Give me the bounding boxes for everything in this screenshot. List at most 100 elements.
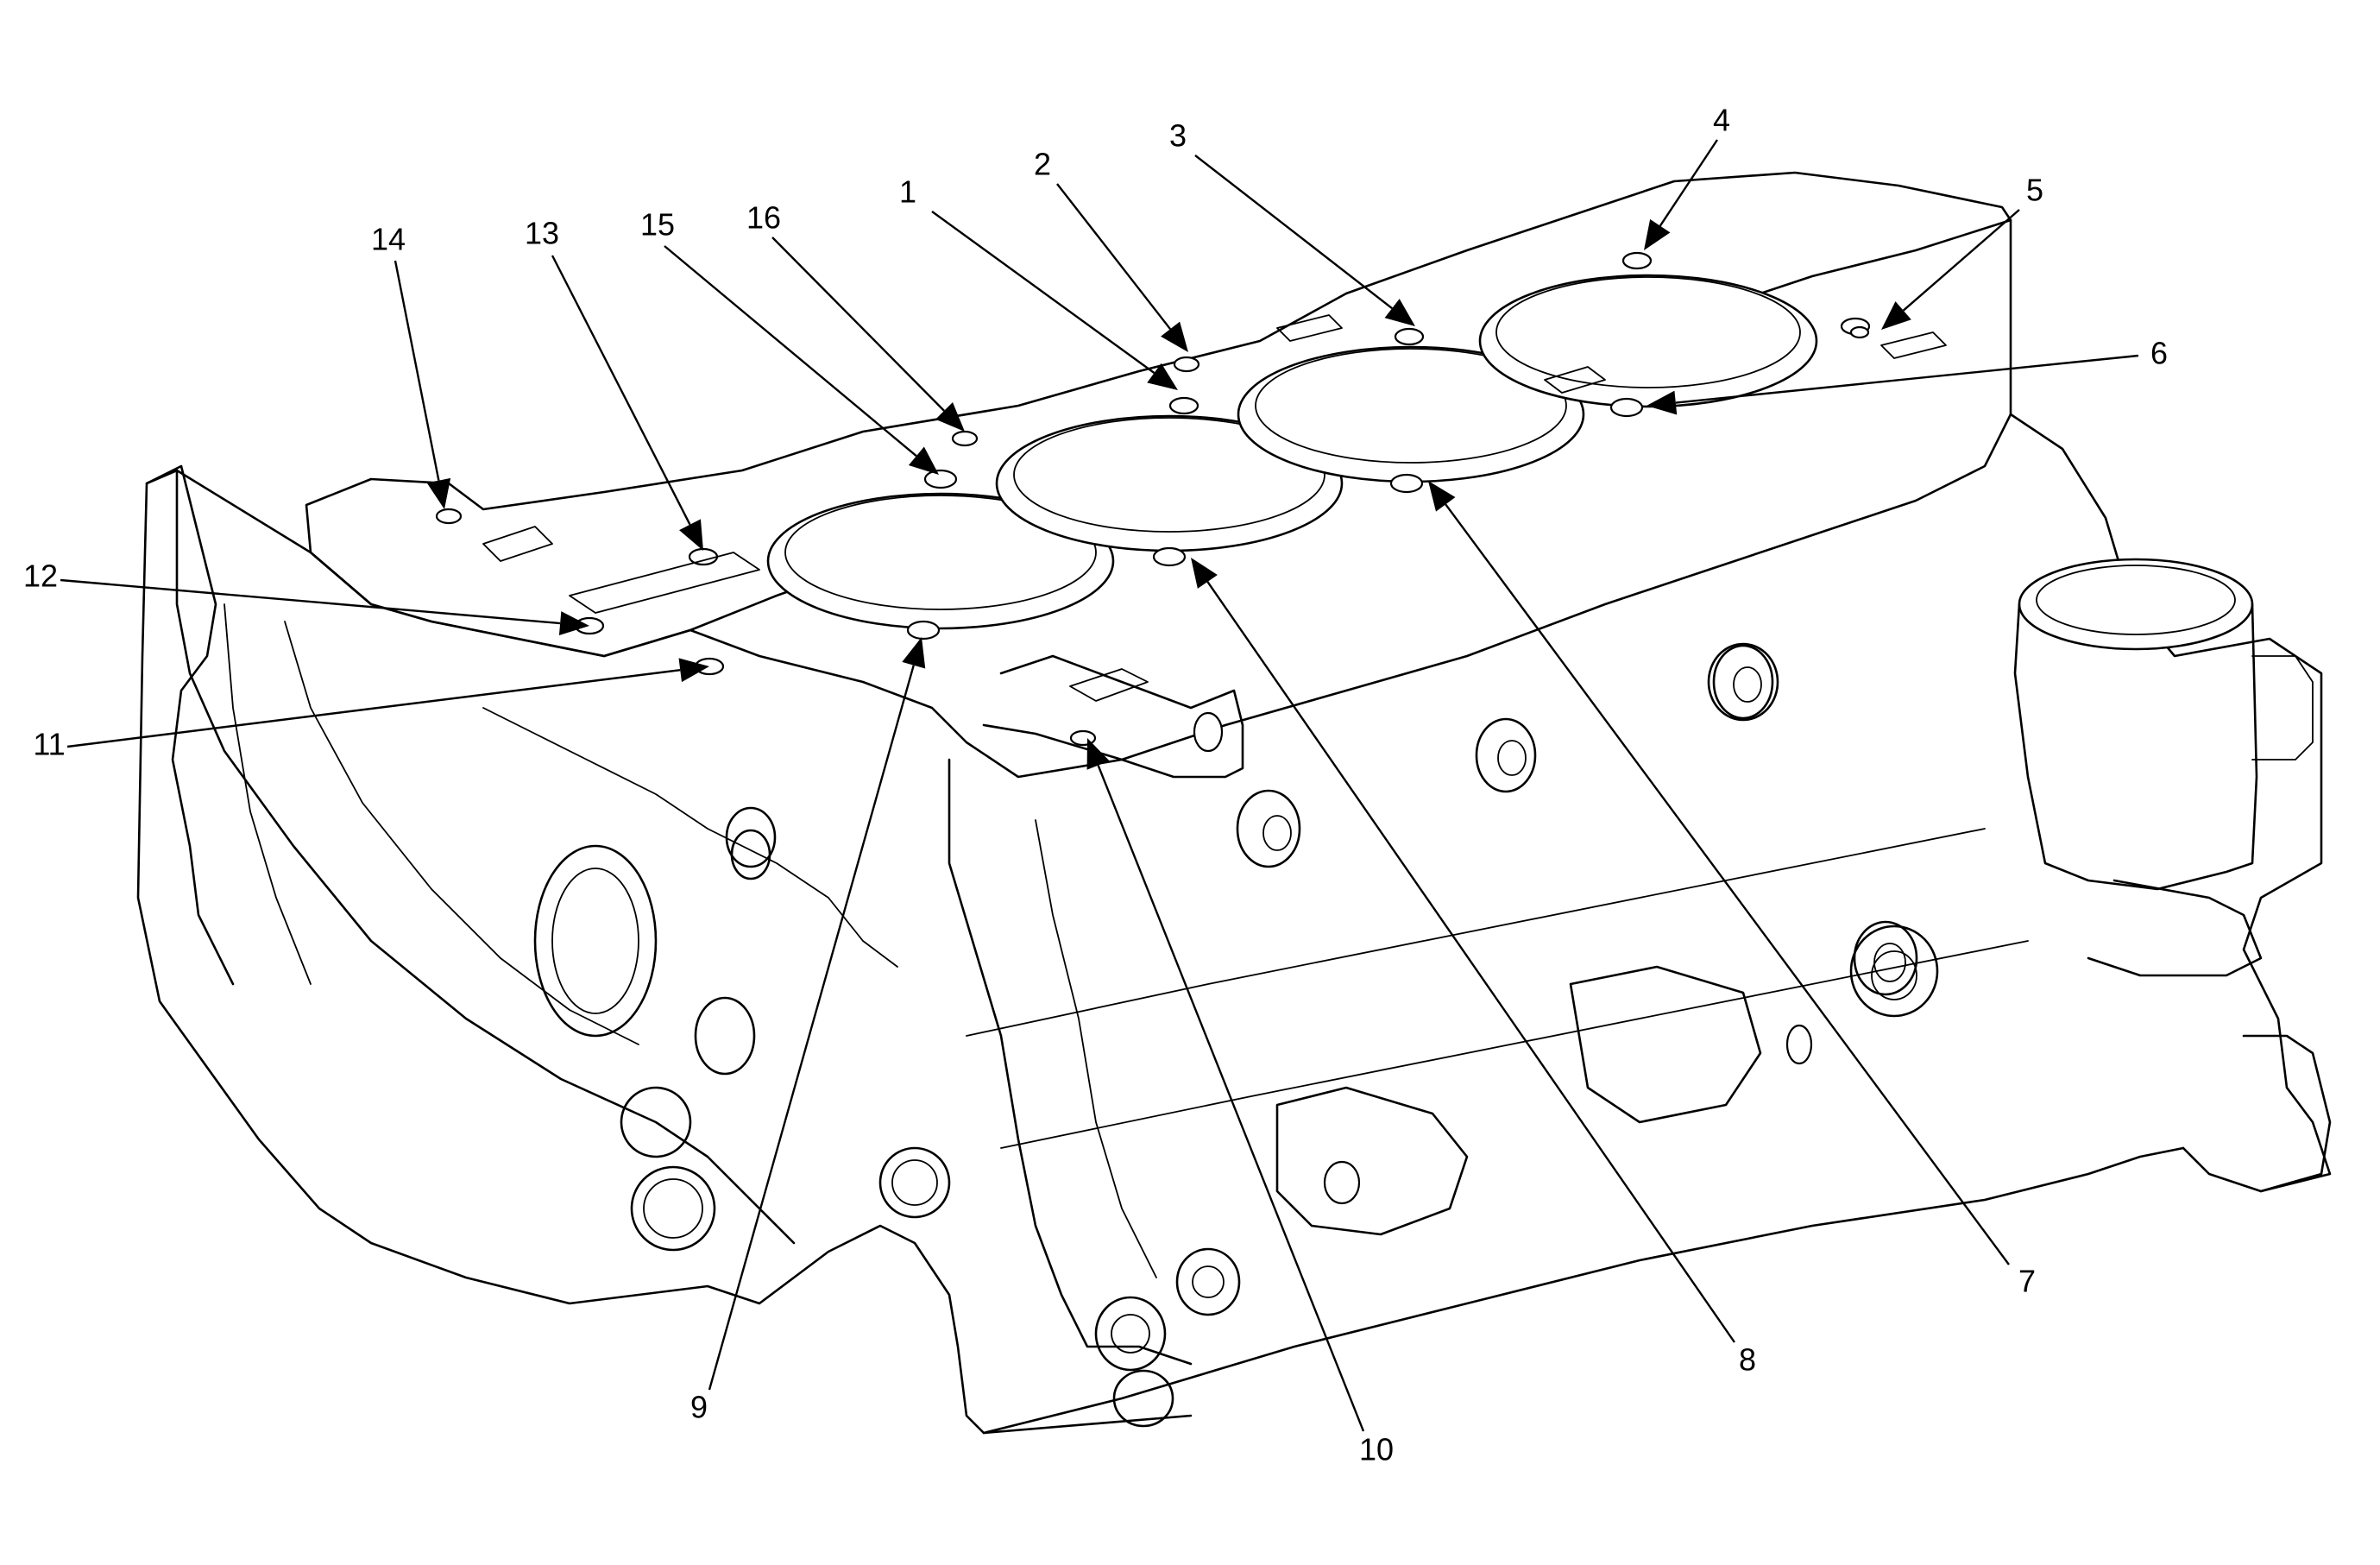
callout-arrow-2 [1161, 321, 1188, 352]
callout-leader-12 [60, 578, 561, 625]
bearing-cap-1 [1275, 1086, 1469, 1236]
water-jacket-slot-4 [1544, 366, 1606, 394]
callout-arrow-9 [902, 637, 926, 669]
side-boss-3-inner [1733, 666, 1762, 703]
water-jacket-slot-1 [482, 526, 553, 562]
callout-leader-4 [1659, 139, 1718, 227]
callout-label-7: 7 [2018, 1264, 2036, 1299]
water-jacket-slot-5 [1880, 331, 1947, 359]
right-mount-pad [2242, 1034, 2332, 1193]
front-boss-3 [725, 806, 777, 868]
callout-arrow-13 [679, 519, 703, 551]
callout-arrow-10 [1086, 738, 1110, 770]
callout-label-11: 11 [33, 727, 65, 762]
side-boss-2-inner [1497, 740, 1527, 776]
cylinder-bore-1 [766, 492, 1115, 630]
filter-housing-side [2251, 655, 2314, 760]
front-boss-2 [630, 1165, 716, 1252]
bell-housing-flange [145, 464, 235, 986]
front-cover-face [175, 469, 796, 1245]
lower-mount-boss-2 [1175, 1247, 1241, 1316]
front-cover-inner [284, 621, 639, 1045]
callout-leader-6 [1675, 354, 2139, 404]
front-boss-1 [694, 996, 756, 1076]
callout-label-6: 6 [2150, 336, 2168, 371]
callout-leader-11 [66, 669, 681, 748]
lower-skirt-line-2 [1000, 940, 2029, 1149]
lower-skirt-line-1 [966, 828, 1986, 1037]
side-boss-4 [1853, 920, 1918, 996]
callout-arrow-6 [1646, 390, 1678, 415]
bearing-cap-1-hole [1323, 1160, 1361, 1205]
callout-leader-16 [771, 237, 945, 412]
front-seal-bore-inner [551, 868, 639, 1014]
callout-arrow-15 [908, 446, 939, 475]
callout-leader-9 [708, 665, 915, 1391]
callout-arrow-5 [1881, 301, 1911, 330]
front-cover-flange [482, 707, 898, 968]
block-right-end [2009, 413, 2332, 1193]
callout-label-12: 12 [23, 558, 58, 594]
callout-leader-3 [1194, 155, 1393, 310]
callout-arrow-14 [426, 477, 451, 509]
callout-labels: 1 2 3 4 5 6 7 8 9 10 11 12 13 14 15 16 [23, 103, 2168, 1467]
callout-arrow-16 [935, 401, 965, 432]
callout-leader-7 [1445, 503, 2010, 1265]
callout-label-4: 4 [1713, 103, 1730, 138]
cylinder-bore-4-inner [1495, 276, 1801, 388]
callout-label-10: 10 [1359, 1432, 1394, 1467]
cylinder-bore-2-inner [1013, 417, 1325, 533]
callout-leader-14 [394, 260, 440, 481]
side-boss-1-inner [1262, 815, 1292, 851]
callout-arrow-8 [1191, 558, 1218, 589]
deck-surface-outline [305, 171, 2012, 658]
lower-mount-boss-1-inner [1111, 1314, 1150, 1354]
callout-leader-13 [551, 255, 691, 526]
side-boss-3 [1712, 644, 1774, 720]
lower-mount-boss-2-inner [1192, 1265, 1225, 1298]
callout-label-13: 13 [525, 216, 559, 251]
lower-mount-boss-4 [878, 1146, 951, 1219]
callout-leader-1 [931, 211, 1155, 374]
right-boss-2 [1707, 642, 1779, 722]
callout-arrow-3 [1384, 299, 1415, 326]
callout-arrow-7 [1428, 481, 1456, 512]
cylinder-bore-1-inner [784, 495, 1097, 610]
front-boss-4 [620, 1086, 692, 1158]
callout-arrow-11 [678, 658, 709, 683]
front-boss-2-inner [643, 1178, 703, 1239]
callout-leader-15 [664, 245, 917, 458]
side-boss-1 [1236, 789, 1301, 868]
front-seal-bore [533, 844, 658, 1038]
right-lower-flange [2087, 879, 2263, 977]
filter-housing-top [2018, 558, 2254, 651]
bell-housing-inner [224, 603, 312, 985]
callout-arrow-1 [1147, 363, 1178, 390]
water-jacket-slot-3 [1069, 668, 1149, 702]
timing-web [948, 758, 1193, 1366]
filter-housing-top-inner [2036, 565, 2236, 635]
block-lower-edge [982, 1146, 2185, 1435]
side-boss-4-inner [1873, 943, 1906, 982]
callout-label-14: 14 [371, 222, 406, 257]
water-jacket-slot-6 [1276, 314, 1343, 342]
callout-label-3: 3 [1169, 118, 1187, 154]
lower-mount-boss-3 [1112, 1369, 1174, 1428]
callout-leader-2 [1056, 183, 1172, 330]
callout-leader-10 [1097, 765, 1365, 1432]
engine-block-drawing [136, 171, 2332, 1435]
callout-label-2: 2 [1034, 147, 1051, 182]
lower-mount-boss-1 [1094, 1296, 1167, 1372]
callout-arrow-12 [558, 611, 589, 636]
callout-label-16: 16 [746, 200, 781, 236]
right-boss-1-inner [1871, 950, 1917, 1000]
block-front-face [175, 218, 2012, 779]
front-bracket [982, 654, 1244, 779]
lower-mount-boss-4-inner [891, 1159, 938, 1206]
callout-label-5: 5 [2026, 173, 2043, 208]
cylinder-bore-3-inner [1255, 348, 1567, 464]
bearing-cap-2-hole [1785, 1024, 1813, 1065]
block-left-end [136, 469, 1193, 1435]
callout-label-8: 8 [1739, 1342, 1756, 1378]
